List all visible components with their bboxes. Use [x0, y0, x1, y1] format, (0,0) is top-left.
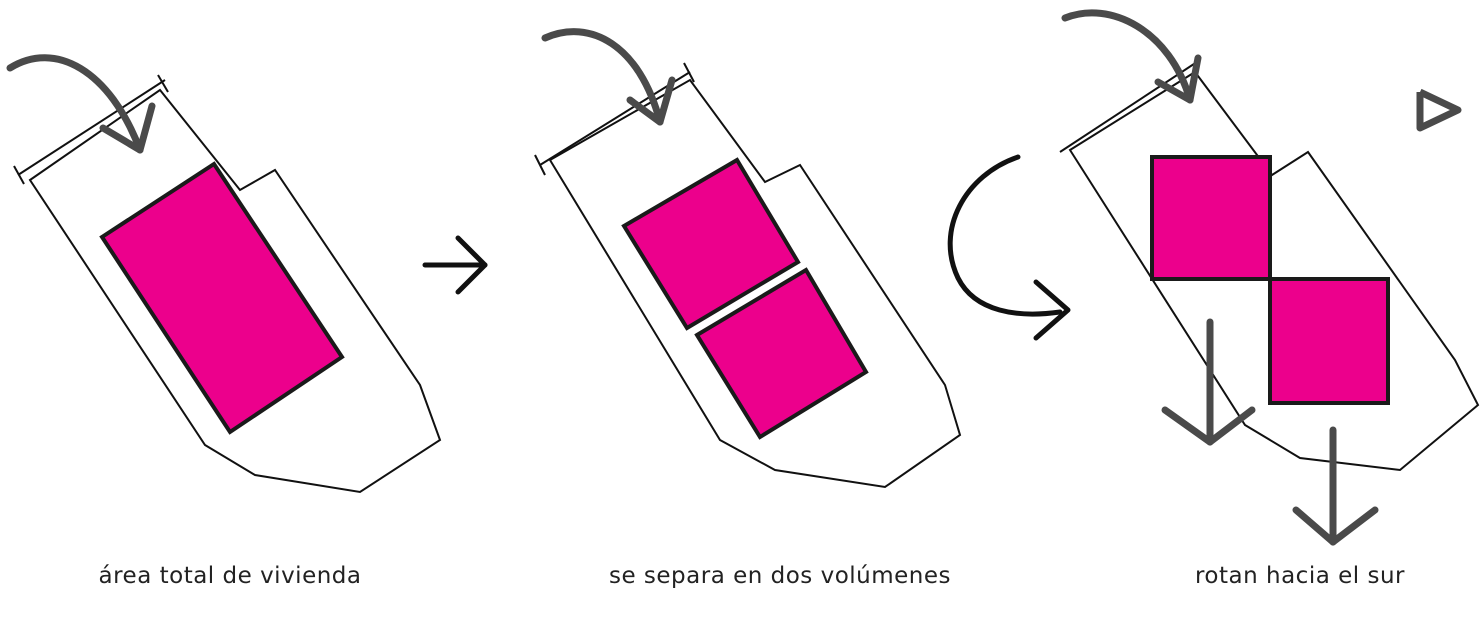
site-outline [28, 88, 442, 494]
housing-volume-b [694, 267, 869, 440]
triangle-icon [1416, 88, 1462, 132]
down-arrow-icon [1161, 318, 1256, 446]
down-arrow-icon [1292, 426, 1379, 546]
step-1-panel [6, 54, 442, 494]
curved-arrow-icon [6, 54, 144, 154]
right-arrow-icon [422, 235, 488, 295]
step-3-caption: rotan hacia el sur [1194, 563, 1405, 589]
curved-arrow-head [626, 76, 676, 126]
step-3-panel [1059, 9, 1480, 546]
curved-arrow-head [99, 102, 156, 154]
site-outline [548, 78, 962, 489]
dimension-line [539, 71, 691, 166]
dimension-tick [534, 154, 546, 176]
site-outline [1068, 70, 1480, 472]
housing-volume [99, 161, 345, 435]
dimension-tick [13, 165, 25, 185]
dimension-tick [157, 74, 169, 93]
dimension-line [1059, 59, 1201, 153]
step-2-panel [534, 28, 962, 489]
dimension-tick [683, 62, 695, 83]
step-1-caption: área total de vivienda [98, 563, 362, 589]
curved-arrow-icon [541, 28, 664, 126]
dimension-line [17, 79, 166, 176]
curved-arrow-head [1154, 54, 1202, 104]
housing-volume-a [621, 157, 801, 331]
curved-arrow-icon [1061, 9, 1194, 104]
step-2-caption: se separa en dos volúmenes [608, 563, 952, 589]
housing-volume-b [1268, 277, 1390, 405]
rotation-arrow-icon [947, 154, 1071, 341]
housing-volume-a [1150, 155, 1272, 281]
